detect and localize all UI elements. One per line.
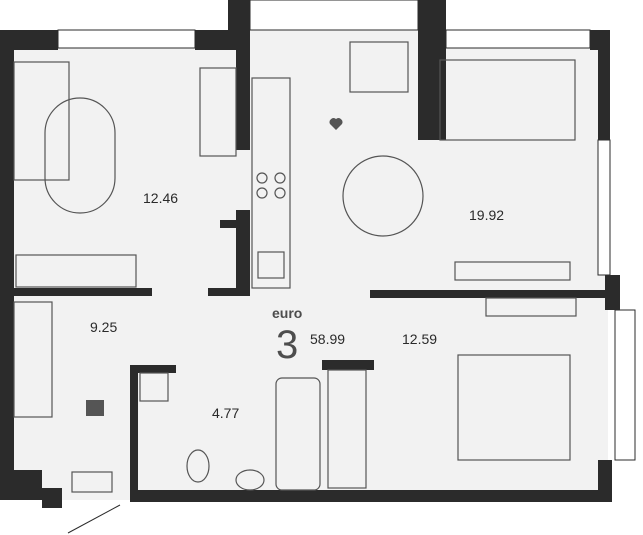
wardrobe-left	[15, 254, 137, 288]
walls	[0, 0, 620, 508]
stove-burner	[274, 172, 286, 184]
bed-right	[457, 354, 571, 461]
stove-burner	[256, 187, 268, 199]
armchair	[349, 41, 409, 93]
euro-label: euro	[272, 305, 302, 321]
floor	[8, 30, 608, 500]
outside-top-right	[418, 0, 643, 30]
rooms-count: 3	[276, 323, 298, 367]
hall-wardrobe	[13, 301, 53, 418]
thumbs-up-icon	[86, 400, 104, 416]
tv-stand	[454, 261, 571, 281]
area-label-bedroom-left: 12.46	[143, 190, 178, 206]
sofa	[439, 59, 576, 141]
stove-burner	[274, 187, 286, 199]
bath-shelf	[327, 369, 367, 489]
washbasin	[235, 469, 265, 491]
shoe-bench	[71, 471, 113, 493]
furniture	[13, 41, 577, 493]
area-label-hallway: 9.25	[90, 319, 117, 335]
sink	[257, 251, 285, 279]
rug-left	[44, 97, 116, 214]
heart-icon	[329, 118, 343, 130]
total-area: 58.99	[310, 331, 345, 347]
entrance-arrow	[67, 504, 121, 534]
toilet	[186, 449, 210, 483]
kitchen-counter	[251, 77, 291, 289]
desk-left	[199, 67, 237, 157]
washing-machine	[139, 372, 169, 402]
area-label-bedroom-right: 12.59	[402, 331, 437, 347]
outside-bottom	[0, 500, 643, 535]
area-label-living-room: 19.92	[469, 207, 504, 223]
stove-burner	[256, 172, 268, 184]
bathtub	[275, 377, 321, 491]
dresser-right	[485, 297, 577, 317]
outside-top-left	[0, 0, 230, 30]
area-label-bathroom: 4.77	[212, 405, 239, 421]
windows	[57, 0, 636, 461]
dining-table	[342, 155, 424, 237]
bed-left	[13, 61, 70, 181]
